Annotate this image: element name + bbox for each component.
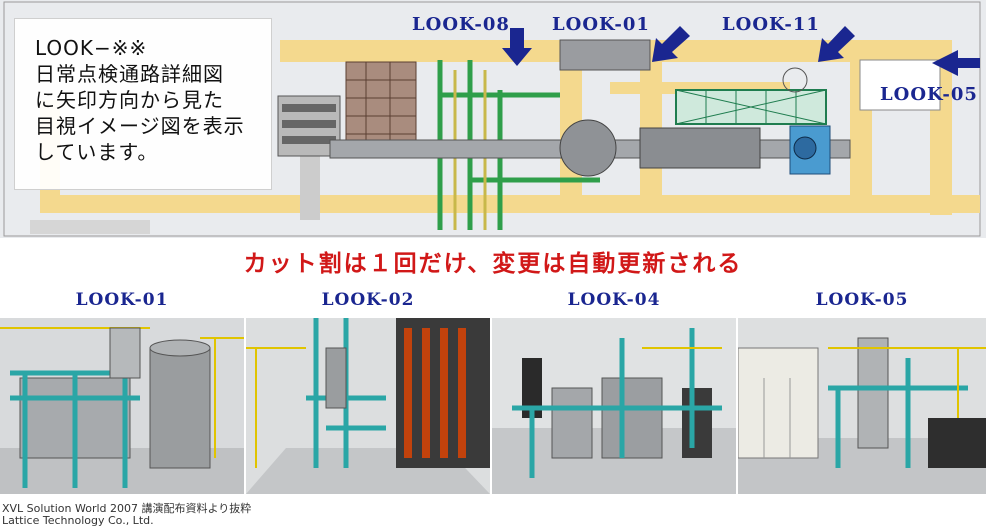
view-look-01: LOOK-01 [0,284,244,494]
view-title: LOOK-01 [75,290,169,310]
plan-note-line: LOOK−※※ [35,36,148,60]
credit-line-1: XVL Solution World 2007 講演配布資料より抜粋 [2,502,252,515]
caption-banner: カット割は１回だけ、変更は自動更新される [0,238,986,284]
view-title: LOOK-05 [815,290,909,310]
view-look-05: LOOK-05 [738,284,986,494]
view-3d-render [246,318,490,494]
credit-line-2: Lattice Technology Co., Ltd. [2,514,154,527]
plan-note-line: しています。 [35,140,159,164]
look-08-label: LOOK-08 [412,14,510,35]
plant-plan-view: LOOK−※※ 日常点検通路詳細図 に矢印方向から見た 目視イメージ図を表示 し… [0,0,986,238]
view-look-04: LOOK-04 [492,284,736,494]
caption-text: カット割は１回だけ、変更は自動更新される [243,251,743,277]
plan-note-box: LOOK−※※ 日常点検通路詳細図 に矢印方向から見た 目視イメージ図を表示 し… [14,18,272,190]
look-01-label: LOOK-01 [552,14,650,35]
plan-note-line: 日常点検通路詳細図 [35,62,224,86]
view-3d-render [0,318,244,494]
view-title: LOOK-04 [567,290,661,310]
plan-note-line: に矢印方向から見た [35,88,224,112]
view-look-02: LOOK-02 [246,284,490,494]
view-3d-render [738,318,986,494]
look-05-label: LOOK-05 [880,84,978,105]
view-3d-render [492,318,736,494]
view-title: LOOK-02 [321,290,415,310]
look-11-label: LOOK-11 [722,14,820,35]
plan-note-line: 目視イメージ図を表示 [35,114,245,138]
